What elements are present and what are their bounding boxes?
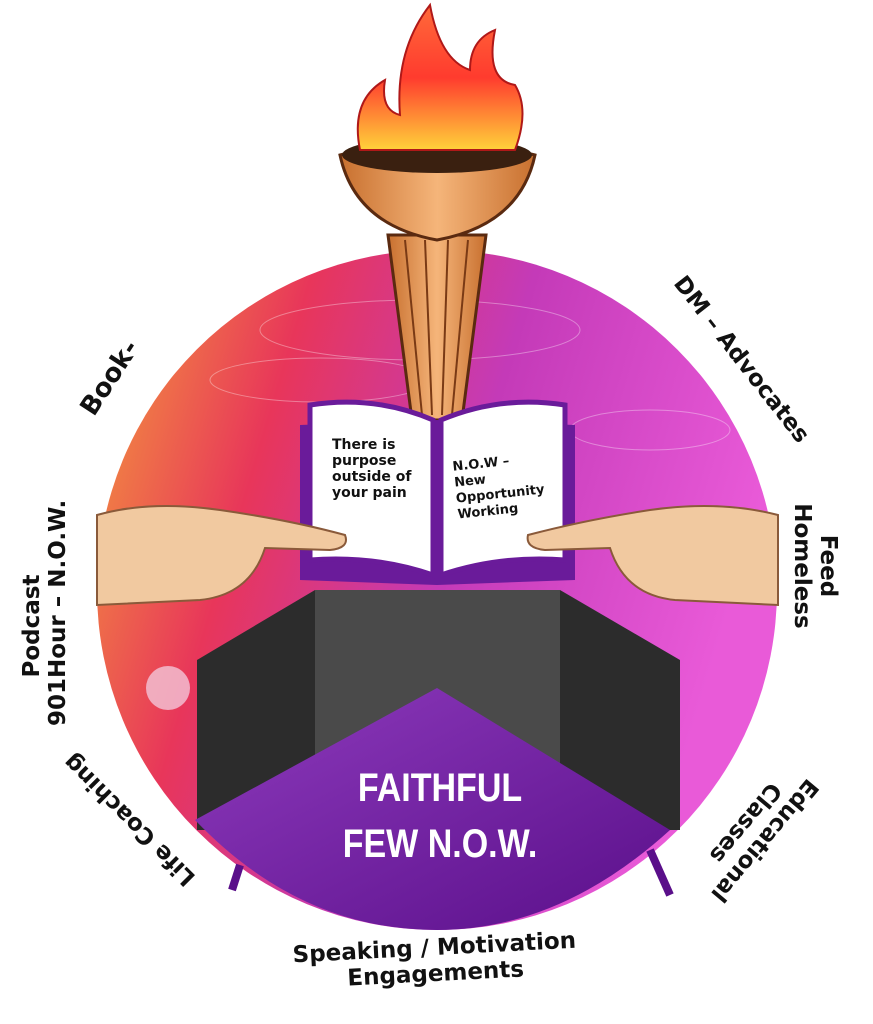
book-left-line: purpose — [332, 453, 397, 469]
book-left-line: outside of — [332, 469, 412, 485]
label-feed-homeless: Feed Homeless — [789, 501, 841, 631]
label-line: Podcast — [19, 574, 45, 678]
title-banner — [195, 688, 670, 930]
podium-left — [197, 590, 315, 830]
book-left-page — [307, 399, 436, 579]
label-podcast: Podcast 901Hour – N.O.W. — [19, 499, 71, 726]
title-line: FAITHFUL — [357, 766, 523, 810]
book-left-text: There is purpose outside of your pain — [332, 437, 412, 501]
book-left-line: your pain — [332, 485, 407, 501]
orb-decoration — [146, 666, 190, 710]
title-line: FEW N.O.W. — [342, 822, 538, 866]
book-right-page — [438, 399, 568, 579]
right-hand — [526, 505, 779, 607]
book-left-line: There is — [332, 437, 396, 453]
page-title: FAITHFUL FEW N.O.W. — [321, 760, 559, 872]
left-hand — [96, 505, 347, 607]
book-right-text: N.O.W – New Opportunity Working — [452, 451, 547, 524]
label-line: Feed — [815, 534, 841, 598]
flame-icon — [356, 2, 524, 151]
label-line: 901Hour – N.O.W. — [45, 499, 71, 726]
label-line: Homeless — [789, 503, 815, 629]
podium-right — [560, 590, 680, 830]
